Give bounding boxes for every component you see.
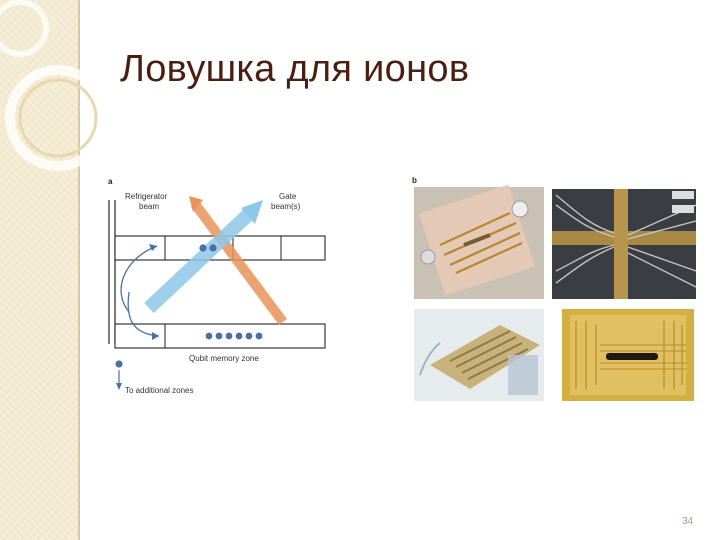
gate-beam-label-2: beam(s) — [271, 202, 301, 211]
refrigerator-beam-label-2: beam — [139, 202, 159, 211]
gate-beam-arrowhead — [241, 200, 263, 224]
ion — [215, 332, 223, 340]
page-number: 34 — [682, 516, 694, 527]
memory-zone-label: Qubit memory zone — [189, 354, 259, 363]
decorative-circles — [0, 0, 111, 171]
gate-beam-label-1: Gate — [279, 192, 297, 201]
ion — [255, 332, 263, 340]
refrigerator-beam-arrowhead — [189, 196, 203, 212]
ion — [225, 332, 233, 340]
ion — [235, 332, 243, 340]
ion — [205, 332, 213, 340]
ion — [209, 244, 217, 252]
panel-a-label: a — [108, 177, 113, 186]
ion — [245, 332, 253, 340]
sidebar-divider — [78, 0, 80, 540]
ion-trap-chip-photos: b — [412, 176, 697, 401]
refrigerator-beam — [190, 201, 288, 325]
chip-photo-4 — [562, 309, 694, 401]
additional-zones-label: To additional zones — [125, 386, 194, 395]
gate-beam — [144, 206, 256, 314]
chip-photo-3 — [414, 309, 544, 401]
chip-photo-2 — [552, 189, 697, 299]
ion — [199, 244, 207, 252]
panel-b-label: b — [412, 176, 417, 185]
slide-title: Ловушка для ионов — [120, 48, 470, 90]
chip-photo-1 — [414, 184, 544, 299]
ion-trap-schematic: a Refrigerator beam Gate beam(s) Qubit m… — [108, 177, 326, 395]
transport-arrow-up — [120, 245, 158, 313]
ion — [115, 360, 123, 368]
refrigerator-beam-label-1: Refrigerator — [125, 192, 168, 201]
